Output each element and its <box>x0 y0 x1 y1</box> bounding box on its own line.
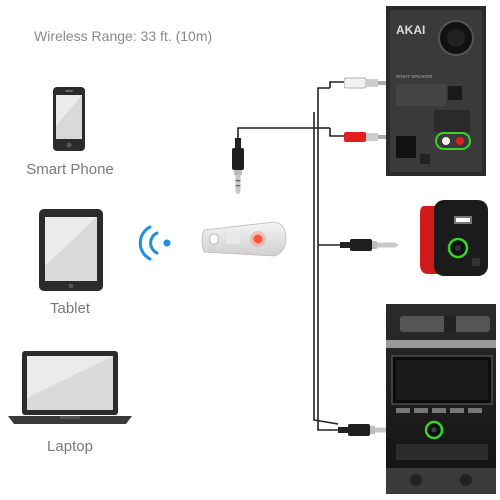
device-label-smartphone: Smart Phone <box>26 161 114 178</box>
audio-plug-vertical <box>232 138 244 194</box>
wireless-signal-icon <box>138 225 171 261</box>
bluetooth-receiver <box>201 221 287 257</box>
laptop-icon <box>8 351 132 424</box>
speaker-rear-panel: AKAI RIGHT SPEAKER <box>386 6 486 176</box>
smartphone-icon <box>53 87 85 151</box>
device-label-laptop: Laptop <box>47 438 93 455</box>
wireless-range-text: Wireless Range: 33 ft. (10m) <box>34 28 213 44</box>
speaker-brand-logo: AKAI <box>396 23 425 37</box>
device-label-tablet: Tablet <box>49 300 91 317</box>
speaker-panel-label: RIGHT SPEAKER <box>396 74 433 79</box>
audio-plug-horizontal-1 <box>340 239 399 251</box>
rca-plug-white <box>344 77 386 89</box>
rca-plug-red <box>344 132 386 142</box>
car-dashboard <box>386 304 496 494</box>
portable-speaker <box>420 200 488 276</box>
tablet-icon <box>39 209 103 291</box>
